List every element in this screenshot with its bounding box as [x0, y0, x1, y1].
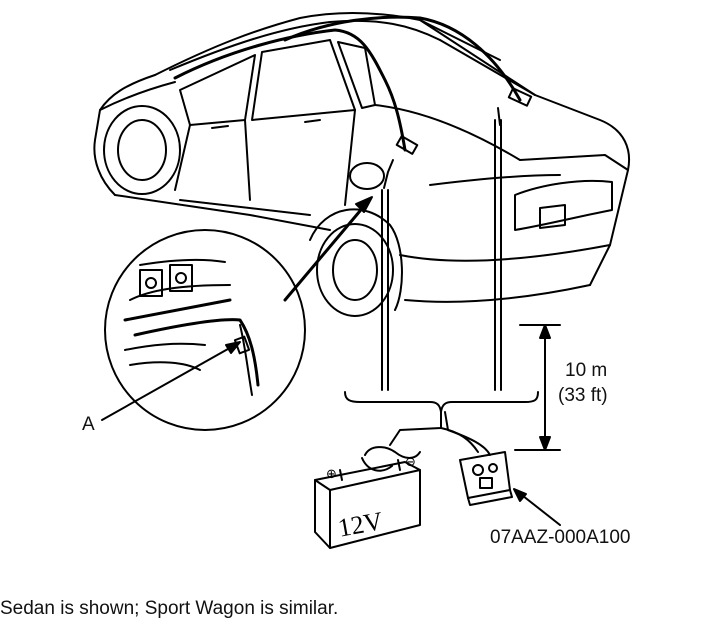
- figure-caption: Sedan is shown; Sport Wagon is similar.: [0, 598, 338, 620]
- battery-plus-mark: ⊕: [326, 467, 337, 482]
- deployment-tool-07aaz: [460, 452, 512, 505]
- battery-minus-mark: ⊖: [405, 455, 416, 470]
- distance-dimension: [515, 325, 560, 450]
- deployment-leads: [362, 412, 490, 471]
- wire-bracket: [345, 392, 538, 412]
- callout-a-label: A: [82, 414, 95, 436]
- distance-metric-label: 10 m: [565, 360, 607, 382]
- tool-number-label: 07AAZ-000A100: [490, 527, 631, 549]
- battery-voltage-label: 12V: [336, 506, 385, 542]
- distance-imperial-label: (33 ft): [558, 385, 608, 407]
- detail-inset: [105, 230, 305, 430]
